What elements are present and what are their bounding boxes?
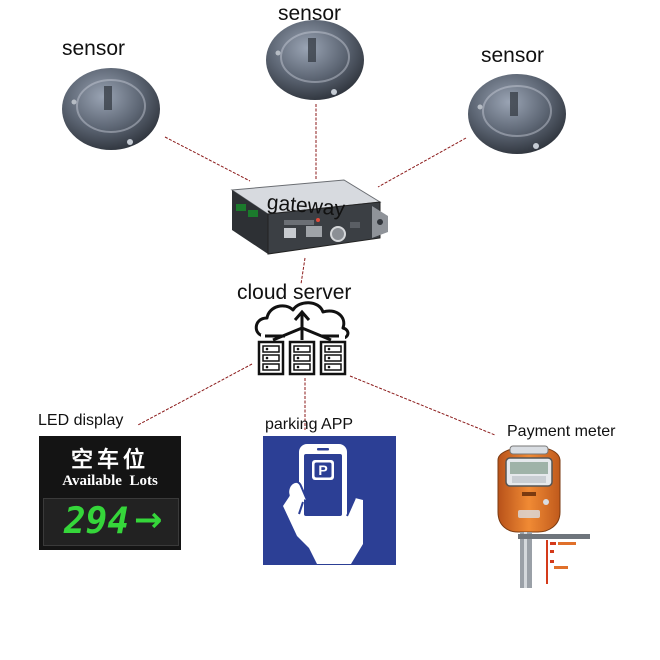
phone-in-hand-icon xyxy=(283,444,363,564)
parking-app-label: parking APP xyxy=(265,416,354,433)
sensor-right-device xyxy=(468,74,566,154)
sensor-right-label: sensor xyxy=(481,44,545,67)
edge-cloud-led xyxy=(137,363,253,426)
led-display-panel: 空车位 Available Lots 294 → xyxy=(39,436,181,550)
cloud-server-label: cloud server xyxy=(237,281,352,304)
edge-cloud-meter xyxy=(349,375,496,436)
parking-badge-letter: P xyxy=(318,462,328,478)
cloud-server-icon xyxy=(254,301,350,376)
edge-sensor-left-gateway xyxy=(164,136,251,182)
led-display-count: 294 xyxy=(64,501,130,542)
edge-sensor-right-gateway xyxy=(377,137,467,188)
gateway-device xyxy=(230,179,388,255)
parking-app-tile: P xyxy=(263,436,396,565)
led-display-label: LED display xyxy=(38,412,124,429)
sensor-top-label: sensor xyxy=(278,2,342,25)
led-display-arrow-icon: → xyxy=(134,500,163,540)
sensor-left-device xyxy=(62,68,160,150)
sensor-top-device xyxy=(266,20,364,100)
led-display-chinese-text: 空车位 xyxy=(70,448,149,473)
payment-meter-label: Payment meter xyxy=(507,423,616,440)
led-display-english-text: Available Lots xyxy=(62,473,158,489)
sensor-left-label: sensor xyxy=(62,37,126,60)
led-display-counter-bezel: 294 → xyxy=(43,498,179,546)
payment-meter-device xyxy=(497,445,590,588)
